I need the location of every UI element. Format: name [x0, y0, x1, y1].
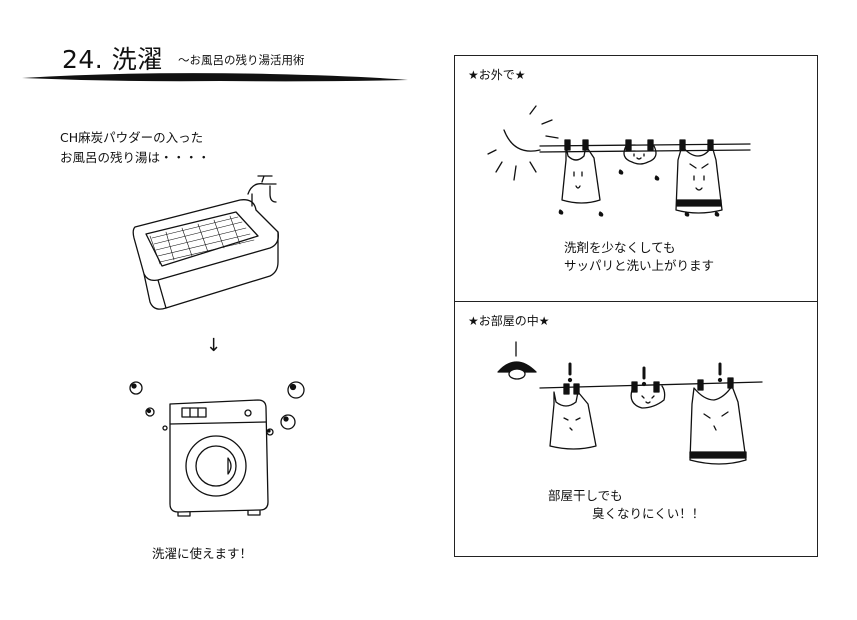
title-brush-underline [22, 73, 408, 82]
outdoor-laundry-illustration [490, 100, 760, 230]
intro-line-1: CH麻炭パウダーの入った [60, 130, 204, 145]
indoor-panel [454, 301, 818, 557]
indoor-line-1: 部屋干しでも [548, 488, 623, 503]
page-subtitle: ～お風呂の残り湯活用術 [178, 53, 305, 67]
page-title: 24. 洗濯 [62, 45, 163, 74]
indoor-label: ★お部屋の中★ [468, 314, 550, 328]
conclusion-text: 洗濯に使えます！ [152, 546, 253, 561]
down-arrow: ↓ [206, 335, 222, 356]
outdoor-line-2: サッパリと洗い上がります [564, 258, 715, 273]
intro-line-2: お風呂の残り湯は・・・・ [60, 150, 211, 165]
indoor-line-2: 臭くなりにくい！！ [592, 506, 705, 521]
outdoor-line-1: 洗剤を少なくしても [564, 240, 676, 255]
outdoor-label: ★お外で★ [468, 68, 526, 82]
washing-machine-illustration [120, 378, 320, 523]
bathtub-illustration [130, 172, 290, 332]
indoor-laundry-illustration [492, 338, 772, 478]
